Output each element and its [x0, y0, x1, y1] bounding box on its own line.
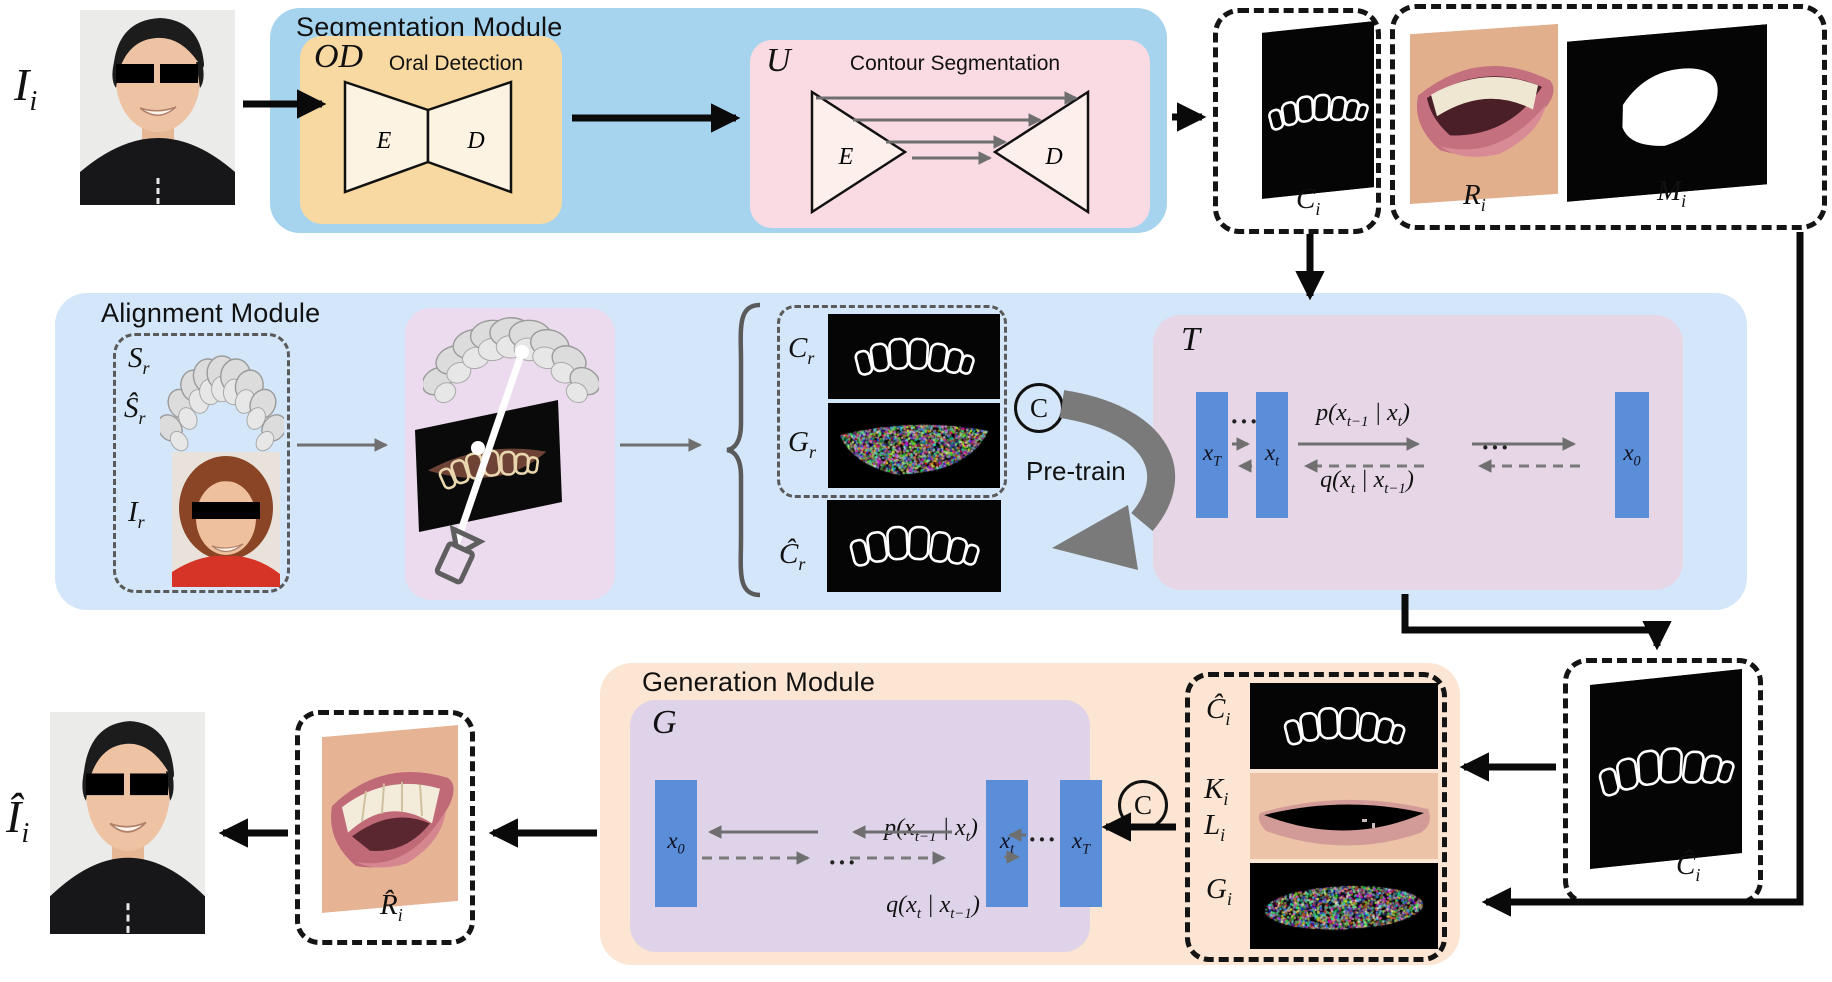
result-face-photo	[50, 712, 205, 934]
projection-box	[405, 308, 615, 600]
render-contour-image	[828, 314, 1000, 399]
ray-anchor-mid	[471, 441, 485, 455]
reference-image-label: Ir	[128, 496, 145, 533]
x0-label-g: x0	[667, 828, 684, 859]
result-image-label: Îi	[6, 790, 29, 850]
generation-module-title: Generation Module	[642, 667, 875, 698]
x0-block-t: x0	[1615, 392, 1649, 518]
concat-letter-2: C	[1134, 790, 1152, 821]
unet-subtitle: Contour Segmentation	[840, 52, 1070, 76]
scan-fit-label: Ŝr	[124, 392, 146, 429]
render-gaussian-image	[828, 403, 1000, 488]
reference-face-photo	[172, 452, 280, 587]
dots-t-1: ···	[1230, 407, 1259, 437]
xT-block-g: xT	[1060, 780, 1102, 907]
render-gaussian-label: Gr	[788, 426, 816, 463]
aligned-contour-image	[1590, 669, 1742, 869]
xT-label-g: xT	[1072, 828, 1090, 859]
generation-diffusion-tag: G	[652, 704, 677, 742]
generation-inputs-box: Ĉi Ki Li Gi	[1185, 672, 1447, 962]
reference-region-box: Ri Mi	[1390, 4, 1827, 230]
gen-input-contour-label: Ĉi	[1206, 693, 1230, 730]
xt-block-g: xt	[986, 780, 1028, 907]
dots-g-1: ···	[828, 848, 857, 878]
alignment-module: Alignment Module Sr Ŝr Ir	[55, 293, 1747, 610]
od-encoder-label: E	[376, 128, 392, 154]
camera-icon	[434, 529, 481, 583]
unet-decoder-label: D	[1044, 144, 1062, 170]
generated-mouth-image	[322, 725, 458, 913]
alignment-inputs-box: Sr Ŝr Ir	[113, 333, 290, 593]
dental-scan-image	[160, 354, 284, 454]
od-subtitle: Oral Detection	[356, 52, 556, 76]
region-label: Ri	[1463, 179, 1486, 216]
mouth-region-image	[1410, 24, 1558, 204]
xT-block-t: xT	[1196, 392, 1228, 518]
gen-input-key-label: Ki	[1204, 773, 1228, 810]
dots-g-2: ···	[1028, 825, 1057, 855]
gen-input-mouth-image	[1250, 773, 1438, 859]
aligned-contour-box: Ĉi	[1563, 658, 1763, 905]
generation-module: Generation Module G x0 ··· p(xt−1 | xt) …	[600, 663, 1460, 965]
xT-label-t: xT	[1203, 440, 1221, 471]
xt-label-t: xt	[1265, 440, 1279, 471]
gen-input-contour-image	[1250, 683, 1438, 769]
unet-encoder-shape	[812, 92, 905, 212]
unet-decoder-shape	[995, 92, 1088, 212]
generation-diffusion-box: G x0 ··· p(xt−1 | xt) q(xt | xt−1) xt ··…	[630, 700, 1090, 952]
q-formula-t: q(xt | xt−1)	[1299, 467, 1435, 498]
projection-scene	[405, 308, 615, 600]
contour-image	[1262, 21, 1374, 199]
unet-encoder-label: E	[838, 144, 854, 170]
input-image-label: Ii	[14, 58, 37, 118]
od-decoder-label: D	[466, 128, 484, 154]
encoder-decoder-bowtie: E D	[338, 78, 524, 200]
q-formula-g: q(xt | xt−1)	[868, 892, 998, 923]
unet-tag: U	[766, 42, 791, 80]
segmentation-module: Segmentation Module OD Oral Detection E …	[270, 8, 1167, 233]
unet-shape: E D	[796, 86, 1104, 224]
x0-block-g: x0	[655, 780, 697, 907]
x0-label-t: x0	[1623, 440, 1640, 471]
pred-contour-ref-label: Ĉr	[779, 538, 805, 575]
scan-label: Sr	[128, 342, 150, 379]
render-contour-label: Cr	[788, 332, 814, 369]
p-formula-t: p(xt−1 | xt)	[1295, 400, 1431, 431]
alignment-diffusion-box: T xT ··· xt p(xt−1 | xt) q(xt | xt−1) ··…	[1153, 315, 1683, 590]
xt-block-t: xt	[1256, 392, 1288, 518]
aligned-contour-label: Ĉi	[1676, 849, 1700, 886]
ray-anchor-top	[515, 345, 529, 359]
gen-input-landmark-label: Li	[1204, 809, 1225, 846]
pretrain-label: Pre-train	[1026, 456, 1126, 487]
concat-icon-pretrain: C	[1014, 383, 1064, 433]
gen-input-gaussian-label: Gi	[1206, 873, 1232, 910]
gen-input-gaussian-image	[1250, 863, 1438, 949]
concat-letter: C	[1030, 393, 1048, 424]
xt-label-g: xt	[1000, 828, 1014, 859]
generated-region-box: R̂i	[295, 710, 475, 945]
oral-detection-box: OD Oral Detection E D	[300, 36, 562, 224]
pred-contour-ref-image	[827, 500, 1001, 592]
mask-label: Mi	[1657, 175, 1686, 212]
render-pair-box: Cr Gr	[777, 305, 1007, 498]
alignment-diffusion-tag: T	[1181, 321, 1200, 359]
alignment-module-title: Alignment Module	[101, 298, 320, 329]
p-formula-g: p(xt−1 | xt)	[866, 815, 996, 846]
input-face-photo	[80, 10, 235, 205]
contour-output-box: Ci	[1213, 8, 1381, 234]
concat-icon-generation: C	[1118, 780, 1168, 830]
dots-t-2: ···	[1481, 433, 1510, 463]
contour-output-label: Ci	[1296, 183, 1320, 220]
generated-region-label: R̂i	[380, 889, 403, 926]
contour-segmentation-box: U Contour Segmentation E D	[750, 40, 1150, 228]
